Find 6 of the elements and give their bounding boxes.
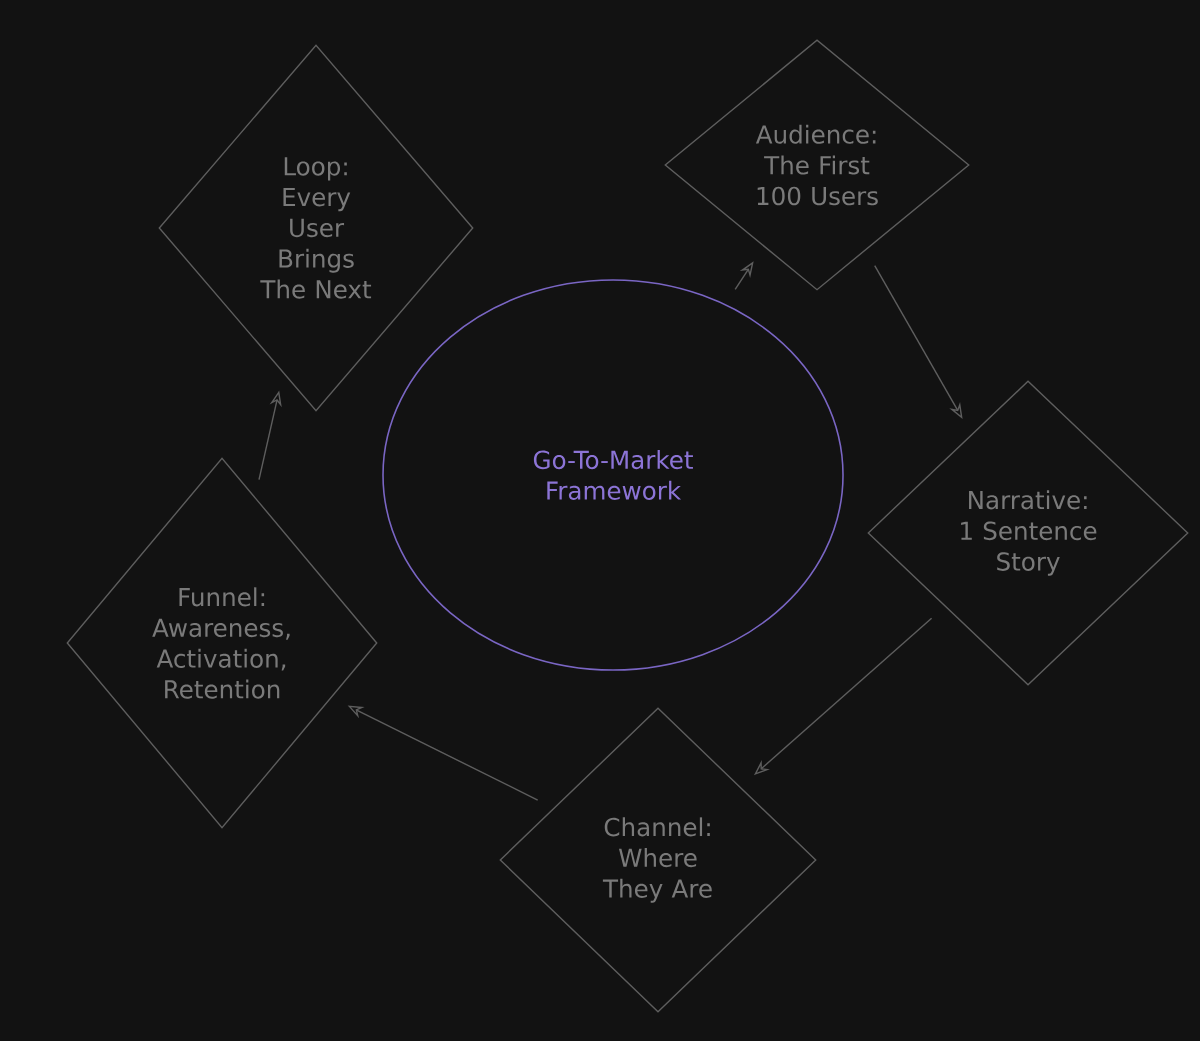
circle-node: Go-To-Market Framework (382, 279, 844, 671)
diamond-node: Funnel: Awareness, Activation, Retention (66, 457, 378, 829)
diamond-node: Channel: Where They Are (499, 707, 817, 1013)
diamond-node: Loop: Every User Brings The Next (158, 44, 474, 412)
diamond-node: Narrative: 1 Sentence Story (867, 380, 1189, 686)
diamond-node: Audience: The First 100 Users (664, 39, 970, 291)
